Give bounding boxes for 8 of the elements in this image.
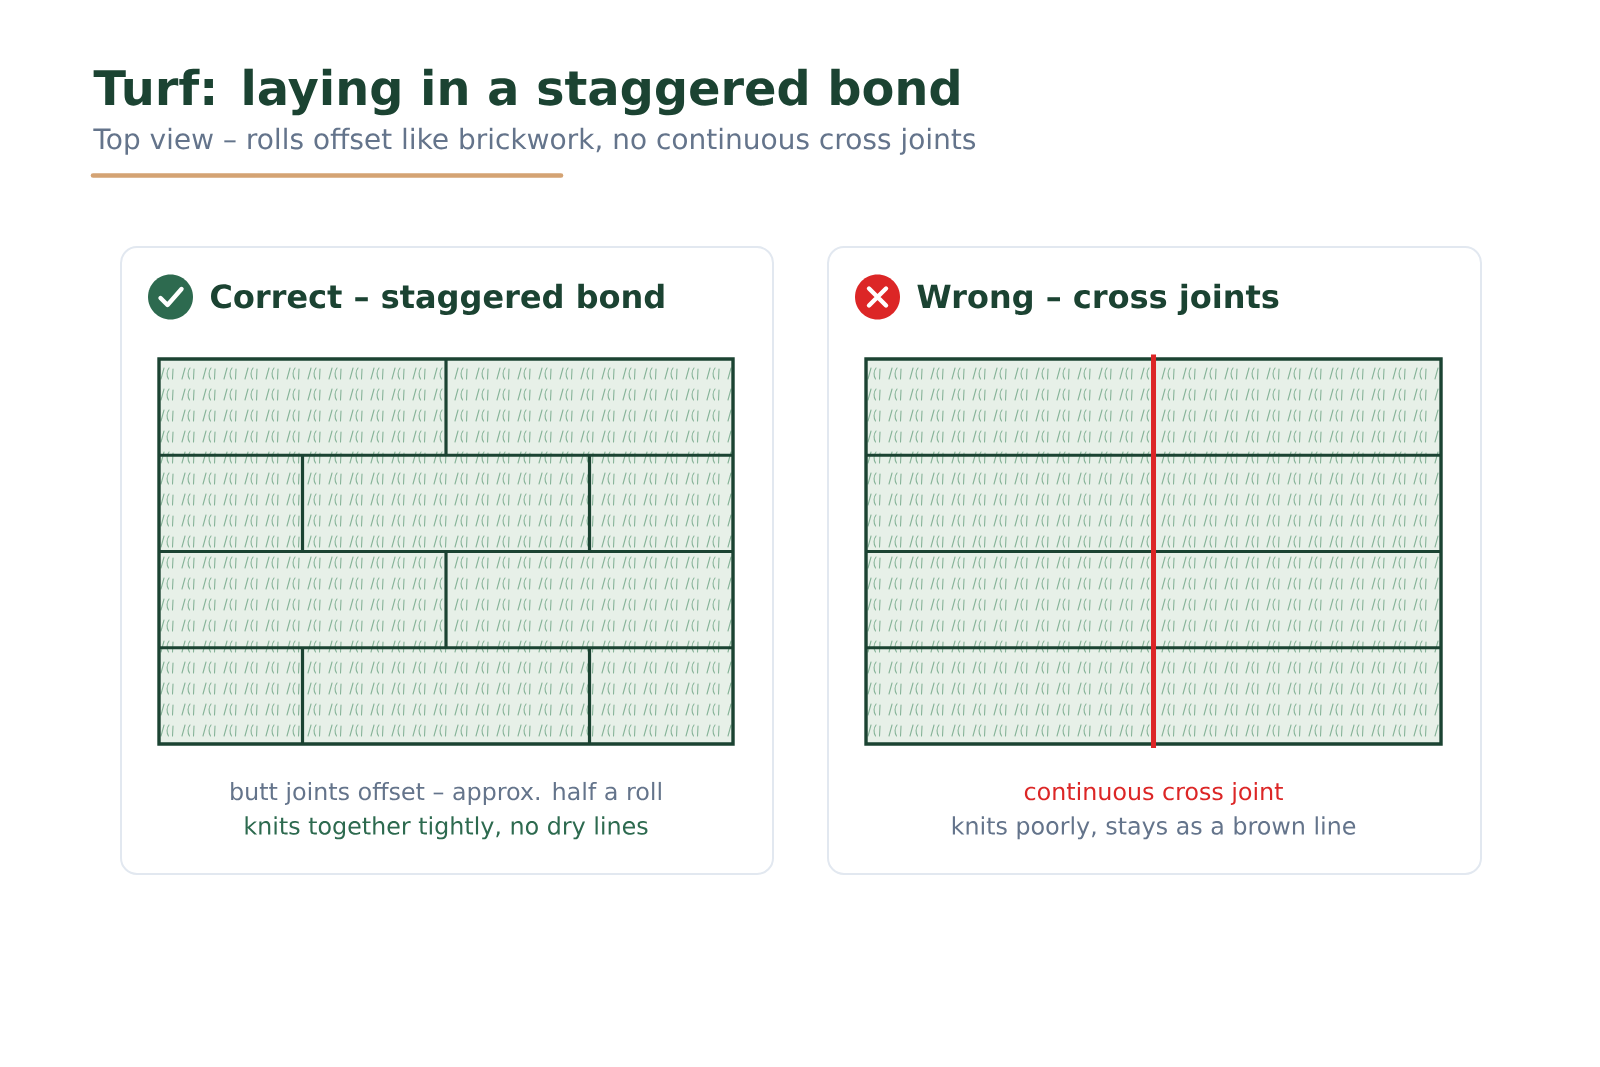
note-text: knits together tightly, no dry lines xyxy=(245,816,648,840)
panel-heading: Correct – staggered bond xyxy=(211,283,664,315)
panel-heading: Wrong – cross joints xyxy=(917,283,1279,315)
subtitle: Top view – rolls offset like brickwork, no continuous cross joints xyxy=(93,127,976,155)
title: Turf: laying in a staggered bond xyxy=(93,68,959,116)
note-text: knits poorly, stays as a brown line xyxy=(952,816,1356,840)
note-text: continuous cross joint xyxy=(1024,781,1283,805)
note-text: butt joints offset – approx. half a roll xyxy=(231,781,661,805)
